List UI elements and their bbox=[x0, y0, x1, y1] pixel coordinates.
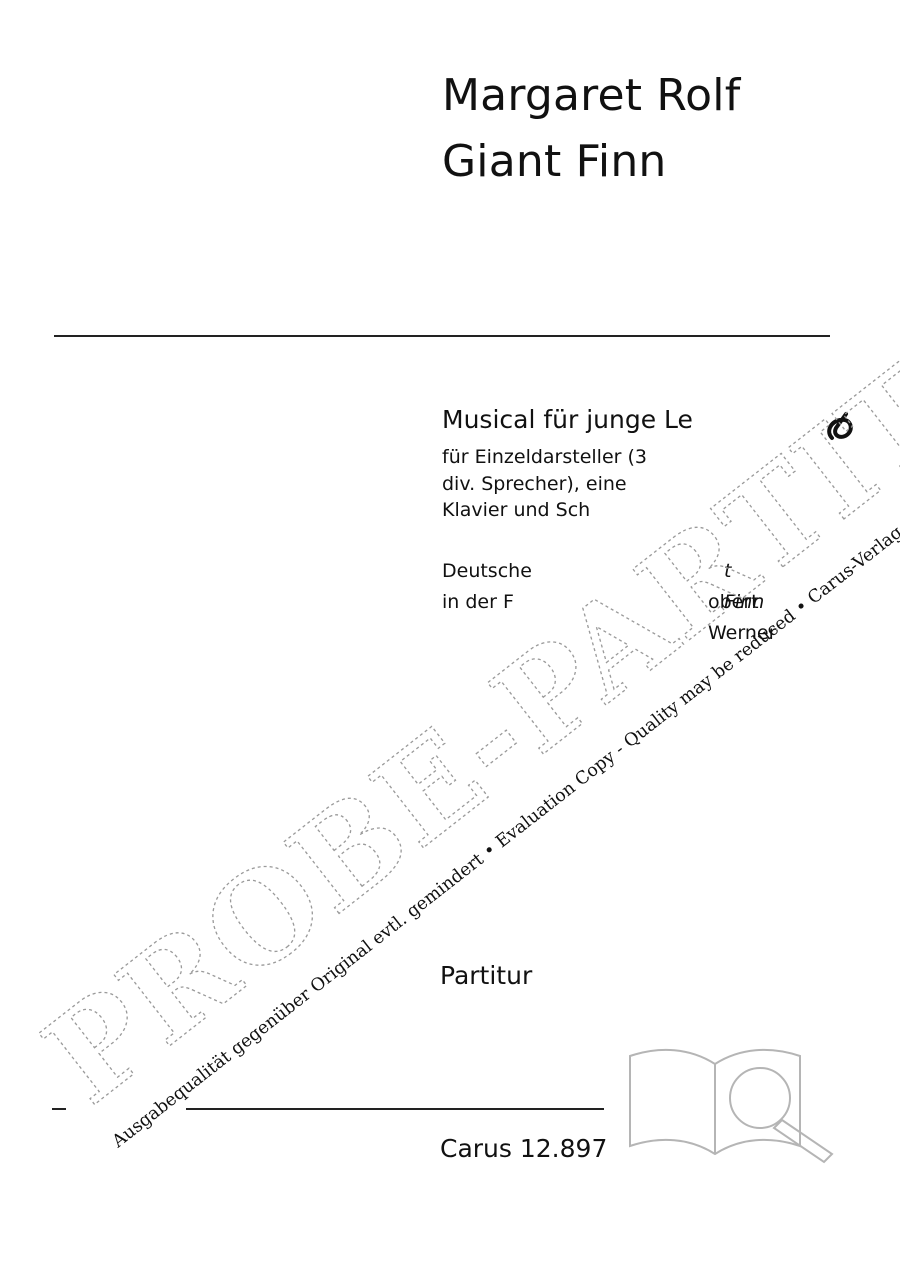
translation-line: in der F obert Werner bbox=[442, 587, 776, 644]
top-rule bbox=[54, 335, 830, 337]
score-type: Partitur bbox=[440, 961, 533, 990]
composer-name: Margaret Rolf bbox=[442, 70, 741, 121]
translation-line-start: Deutsche bbox=[442, 560, 532, 582]
translation-line-start: in der F bbox=[442, 591, 514, 613]
translation-line-fragment: t Finn bbox=[724, 560, 765, 613]
book-magnifier-icon bbox=[629, 1048, 834, 1164]
catalog-number: Carus 12.897 bbox=[440, 1134, 608, 1163]
instrumentation-line: div. Sprecher), eine bbox=[442, 472, 627, 495]
genre-line: Musical für junge Le bbox=[442, 405, 693, 434]
instrumentation-line: Klavier und Sch bbox=[442, 499, 591, 521]
instrumentation-block: für Einzeldarsteller (3 div. Sprecher), … bbox=[442, 444, 647, 524]
translation-line: Deutsche t Finn bbox=[442, 556, 764, 613]
treble-clef-icon bbox=[827, 412, 853, 440]
instrumentation-line: für Einzeldarsteller (3 bbox=[442, 446, 648, 468]
bottom-rule bbox=[186, 1108, 604, 1110]
work-title: Giant Finn bbox=[442, 136, 667, 187]
translation-block: Deutsche t Finn in der F obert Werner bbox=[442, 556, 776, 644]
translation-line-fragment: obert Werner bbox=[708, 591, 777, 644]
bottom-rule-short bbox=[52, 1108, 66, 1110]
